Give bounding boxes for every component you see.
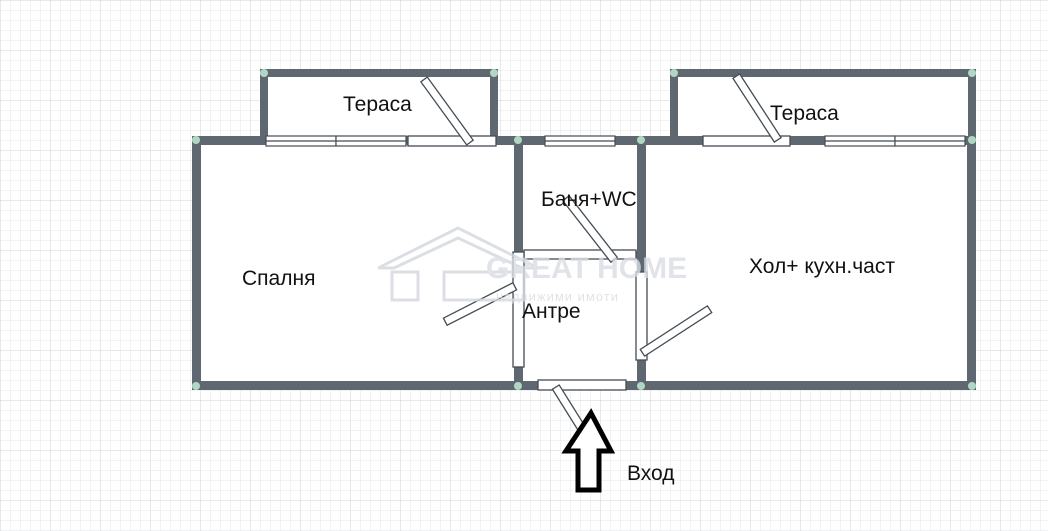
label-bathroom: Баня+WC [541, 188, 637, 211]
wall-terrace-right-east [968, 69, 976, 141]
door-opening-entrance [537, 379, 627, 391]
label-terrace-right: Тераса [770, 102, 839, 125]
wall-joints [192, 69, 976, 390]
wall-terrace-left-east [490, 69, 498, 141]
wall-terrace-right-top [670, 69, 976, 77]
watermark-subtitle: недвижими имоти [496, 289, 619, 304]
label-bedroom: Спалня [242, 267, 315, 290]
wall-east [967, 136, 976, 390]
door-leaf-terrace-right [732, 73, 782, 143]
door-opening-terrace-right [702, 135, 791, 147]
label-entrance: Вход [627, 462, 675, 485]
label-hallway: Антре [522, 300, 581, 323]
wall-terrace-right-west [670, 69, 678, 141]
label-living: Хол+ кухн.част [749, 255, 895, 278]
door-opening-terrace-left [407, 135, 497, 147]
windows [265, 135, 966, 147]
wall-hall-living [637, 136, 646, 390]
watermark-title: GREAT HOME [486, 252, 687, 285]
label-terrace-left: Тераса [343, 93, 412, 116]
door-opening-bedroom [512, 251, 525, 368]
door-opening-living [635, 271, 648, 361]
room-floors [197, 76, 971, 386]
entrance-arrow-icon [561, 408, 616, 493]
door-leaf-bath [561, 194, 619, 264]
watermark: GREAT HOME недвижими имоти [377, 226, 687, 304]
wall-terrace-left-top [260, 69, 498, 77]
door-leaf-living [639, 304, 713, 358]
house-logo-icon [377, 226, 539, 302]
wall-west [192, 136, 201, 390]
door-leaf-terrace-left [419, 76, 475, 146]
wall-terrace-left-west [260, 69, 268, 141]
